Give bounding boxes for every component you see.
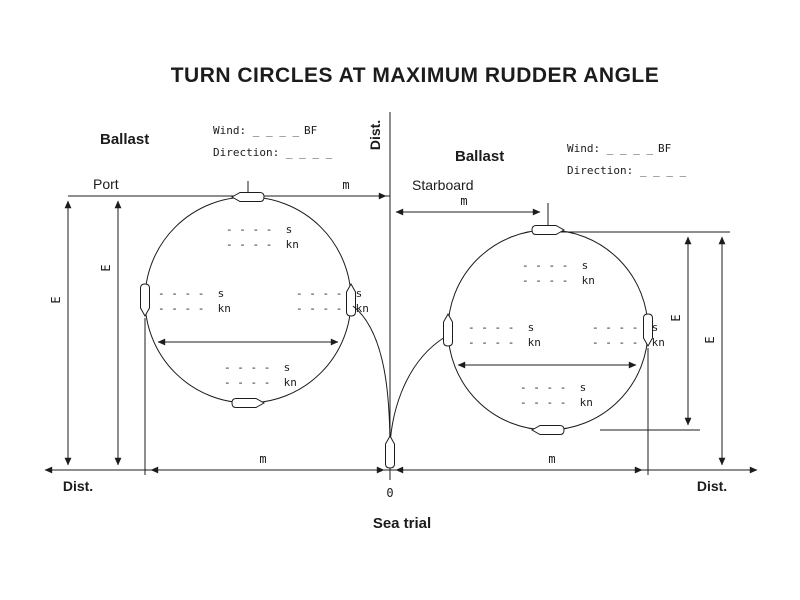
port-bottom-rate-blank: - - - - kn: [224, 376, 297, 389]
port-right-rate-blank: - - - - kn: [296, 302, 369, 315]
starboard-left-speed-blank: - - - - s: [468, 321, 534, 334]
port-condition-label: Ballast: [100, 131, 149, 148]
starboard-condition-label: Ballast: [455, 148, 504, 165]
starboard-top-speed-blank: - - - - s: [522, 259, 588, 272]
ship-icon: [231, 398, 265, 408]
port-top-rate-blank: - - - - kn: [226, 238, 299, 251]
port-approach-track-curve: [352, 305, 391, 451]
starboard-transfer-m-label: m: [460, 194, 467, 208]
port-left-rate-blank: - - - - kn: [158, 302, 231, 315]
bottom-axis-group: m m Dist. Dist. Sea trial: [44, 318, 758, 532]
ship-icon: [443, 313, 453, 347]
starboard-side-label: Starboard: [412, 177, 473, 193]
port-turn-group: Ballast Wind: _ _ _ _ BF Direction: _ _ …: [49, 124, 390, 466]
port-right-speed-blank: - - - - s: [296, 287, 362, 300]
port-inner-e-label: E: [99, 264, 113, 271]
starboard-top-rate-blank: - - - - kn: [522, 274, 595, 287]
starboard-inner-e-label: E: [669, 314, 683, 321]
bottom-right-m-label: m: [548, 452, 555, 466]
page-title: TURN CIRCLES AT MAXIMUM RUDDER ANGLE: [171, 64, 660, 87]
starboard-bottom-rate-blank: - - - - kn: [520, 396, 593, 409]
starboard-bottom-speed-blank: - - - - s: [520, 381, 586, 394]
starboard-left-rate-blank: - - - - kn: [468, 336, 541, 349]
vertical-axis-label: Dist.: [367, 120, 383, 150]
starboard-wind-field: Wind: _ _ _ _: [567, 142, 653, 155]
origin-ship-icon: [385, 435, 395, 469]
starboard-right-speed-blank: - - - - s: [592, 321, 658, 334]
port-wind-unit: BF: [304, 124, 317, 137]
port-wind-field: Wind: _ _ _ _: [213, 124, 299, 137]
port-bottom-speed-blank: - - - - s: [224, 361, 290, 374]
ship-icon: [531, 425, 565, 435]
starboard-wind-unit: BF: [658, 142, 671, 155]
port-left-speed-blank: - - - - s: [158, 287, 224, 300]
port-side-label: Port: [93, 176, 119, 192]
ship-icon: [231, 192, 265, 202]
ship-icon: [531, 225, 565, 235]
diagram-caption: Sea trial: [373, 515, 431, 532]
origin-label: 0: [386, 486, 393, 500]
ship-icon: [140, 283, 150, 317]
port-direction-field: Direction: _ _ _ _: [213, 146, 333, 159]
starboard-turn-group: Ballast Wind: _ _ _ _ BF Direction: _ _ …: [395, 142, 730, 466]
bottom-left-m-label: m: [259, 452, 266, 466]
starboard-outer-e-label: E: [703, 336, 717, 343]
starboard-direction-field: Direction: _ _ _ _: [567, 164, 687, 177]
starboard-right-rate-blank: - - - - kn: [592, 336, 665, 349]
port-transfer-m-label: m: [342, 178, 349, 192]
bottom-right-axis-label: Dist.: [697, 478, 727, 494]
center-axis-group: Dist. 0: [352, 112, 446, 500]
port-top-speed-blank: - - - - s: [226, 223, 292, 236]
port-outer-e-label: E: [49, 296, 63, 303]
bottom-left-axis-label: Dist.: [63, 478, 93, 494]
